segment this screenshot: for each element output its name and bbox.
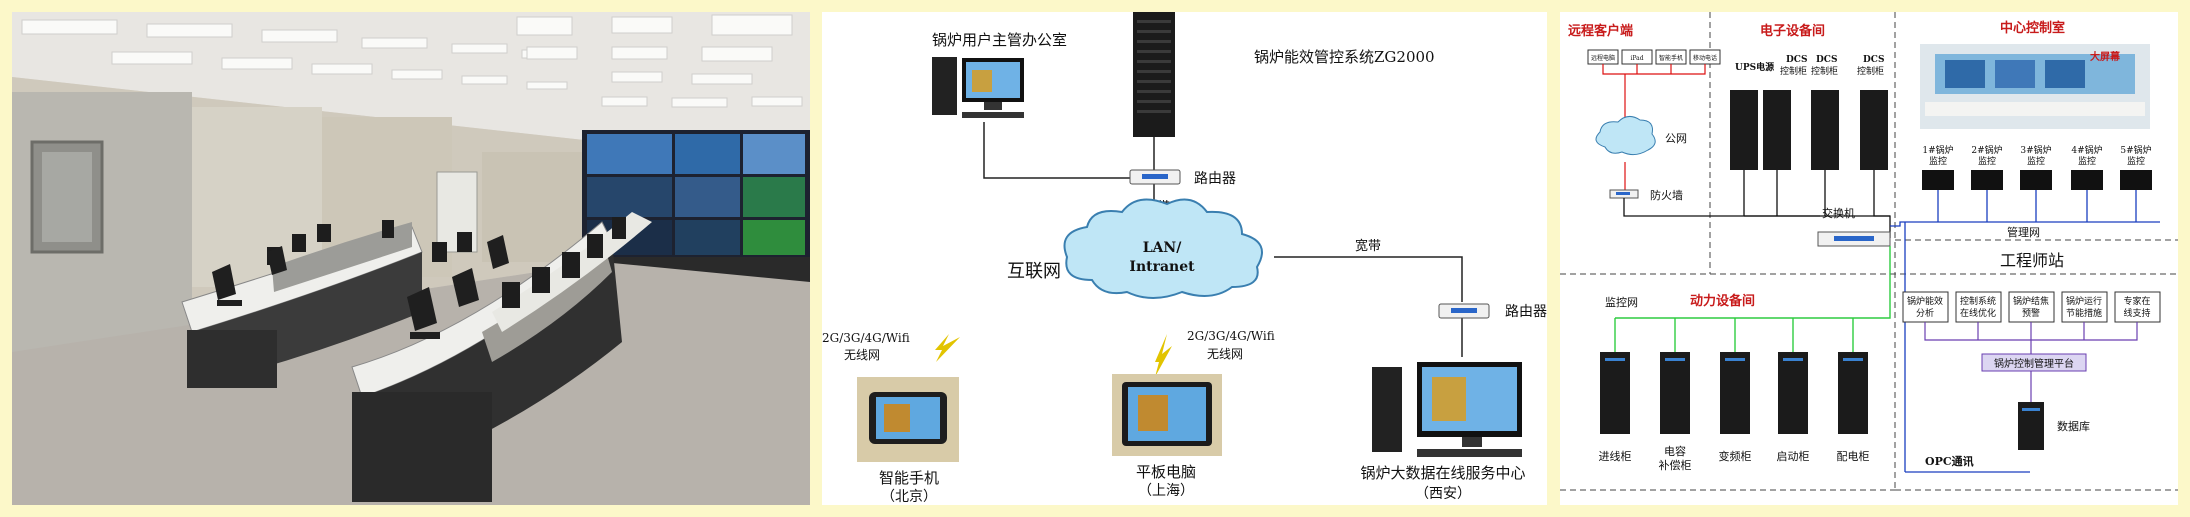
engineer-box-label-sub: 分析 [1916,307,1934,319]
monitor-label-sub: 监控 [2027,155,2045,167]
remote-device-list: 远程电脑 iPad 智能手机 移动电话 [1587,49,1721,65]
power-cabinet-label: 变频柜 [1719,449,1752,463]
switch-icon [1817,231,1891,247]
cloud-line2: Intranet [1129,259,1195,275]
dcs-label: DCS [1816,55,1837,65]
cloud-line1: LAN/ [1143,240,1183,256]
remote-network-diagram: 锅炉用户主管办公室 锅炉能效管控系统ZG2000 路由器 宽带 [822,12,1547,505]
opc-label: OPC通讯 [1925,455,1974,468]
remote-device-label: 远程电脑 [1591,54,1615,62]
server-tower-icon [1133,12,1175,137]
lan-cloud-icon [1063,198,1263,299]
engineer-box-label-sub: 线支持 [2123,307,2150,319]
wireless-label-2a: 2G/3G/4G/Wifi [1187,329,1275,343]
monitor-label-sub: 监控 [1978,155,1996,167]
remote-device-label: iPad [1630,55,1643,62]
wireless-label-2b: 无线网 [1207,347,1243,361]
power-cabinet-label: 启动柜 [1777,450,1810,463]
dcs-label-sub: 控制柜 [1780,65,1807,77]
wireless-label-1a: 2G/3G/4G/Wifi [822,331,910,345]
monitor-label-sub: 监控 [2078,155,2096,167]
remote-title: 远程客户端 [1568,23,1633,39]
electronic-title: 电子设备间 [1760,23,1825,39]
control-room-photo [12,12,810,505]
engineer-box-label-sub: 节能措施 [2066,307,2102,319]
dcs-label-sub: 控制柜 [1811,65,1838,77]
internet-label: 互联网 [1007,261,1061,282]
power-cabinet-label: 电容 [1664,444,1686,458]
wireless-bolt-icon [1155,334,1172,377]
public-net-cloud-icon [1595,116,1656,156]
power-title: 动力设备间 [1690,293,1755,309]
engineer-function-boxes: 锅炉能效 分析 控制系统 在线优化 锅炉结焦 预警 锅炉运行 节能措施 专家在 … [1902,291,2161,323]
monitor-net-label: 监控网 [1605,295,1638,309]
monitor-label: 3#锅炉 [2020,144,2051,156]
wireless-label-1b: 无线网 [844,348,880,362]
tablet-icon [1112,374,1222,456]
monitor-label: 2#锅炉 [1971,144,2002,156]
boiler-monitor-group: 1#锅炉 监控 2#锅炉 监控 3#锅炉 监控 4#锅炉 监控 5#锅炉 监控 [1922,144,2152,190]
power-cabinet-icons [1600,352,1868,434]
router-right-icon [1438,303,1490,319]
platform-box [1981,353,2087,372]
cloud-router-link [1274,256,1463,302]
firewall-label: 防火墙 [1650,188,1683,202]
office-label: 锅炉用户主管办公室 [932,31,1067,49]
engineer-box-label: 控制系统 [1960,295,1996,307]
engineer-box-label-sub: 在线优化 [1960,307,1996,319]
router-label-top: 路由器 [1194,171,1236,187]
router-label-right: 路由器 [1505,304,1547,320]
database-label: 数据库 [2057,419,2090,433]
center-label: 锅炉大数据在线服务中心 [1360,464,1525,482]
phone-city: （北京） [881,489,937,505]
center-city: （西安） [1415,486,1471,502]
electronic-cabinet-icons [1730,90,1888,170]
big-screen-label: 大屏幕 [2090,50,2121,63]
office-link [983,122,1135,179]
smartphone-icon [857,377,959,462]
engineer-box-label: 锅炉运行 [2066,295,2102,307]
dcs-label: DCS [1786,55,1807,65]
dcs-label: DCS [1863,55,1884,65]
remote-device-label: 移动电话 [1693,54,1717,62]
tablet-label: 平板电脑 [1136,463,1196,481]
platform-label: 锅炉控制管理平台 [1994,357,2074,370]
service-center-computer-icon [1372,362,1522,457]
engineer-box-label-sub: 预警 [2022,307,2040,319]
public-net-label: 公网 [1665,132,1687,145]
network-svg: 锅炉用户主管办公室 锅炉能效管控系统ZG2000 路由器 宽带 [822,12,1547,505]
monitor-label: 1#锅炉 [1922,144,1953,156]
wireless-bolt-icon [935,334,960,362]
power-cabinet-label: 配电柜 [1837,450,1870,463]
topology-svg: 远程客户端 远程电脑 iPad 智能手机 移动电话 公网 [1560,12,2178,492]
system-label: 锅炉能效管控系统ZG2000 [1254,48,1435,66]
control-room-thumbnail [1920,44,2150,129]
tablet-city: （上海） [1138,483,1194,499]
mgmt-net-label: 管理网 [2007,225,2040,239]
database-server-icon [2018,402,2044,450]
firewall-icon [1609,189,1639,199]
monitor-label-sub: 监控 [1929,155,1947,167]
dcs-label-sub: 控制柜 [1857,65,1884,77]
control-room-title: 中心控制室 [2000,20,2065,36]
engineer-title: 工程师站 [2000,251,2064,270]
switch-label: 交换机 [1822,206,1855,220]
broadband-label-right: 宽带 [1355,238,1381,254]
engineer-box-label: 锅炉能效 [1907,295,1943,307]
engineer-box-label: 锅炉结焦 [2013,295,2049,307]
power-cabinet-label-sub: 补偿柜 [1659,458,1692,472]
monitor-label: 5#锅炉 [2120,144,2151,156]
ups-label: UPS电源 [1735,61,1774,73]
monitor-label-sub: 监控 [2127,155,2145,167]
monitor-label: 4#锅炉 [2071,144,2102,156]
remote-device-label: 智能手机 [1659,54,1683,62]
office-computer-icon [932,57,1024,118]
phone-label: 智能手机 [879,469,939,487]
engineer-box-label: 专家在 [2123,295,2150,307]
boiler-topology-diagram: 远程客户端 远程电脑 iPad 智能手机 移动电话 公网 [1560,12,2178,505]
power-cabinet-label: 进线柜 [1599,449,1632,463]
router-top-icon [1129,169,1181,185]
